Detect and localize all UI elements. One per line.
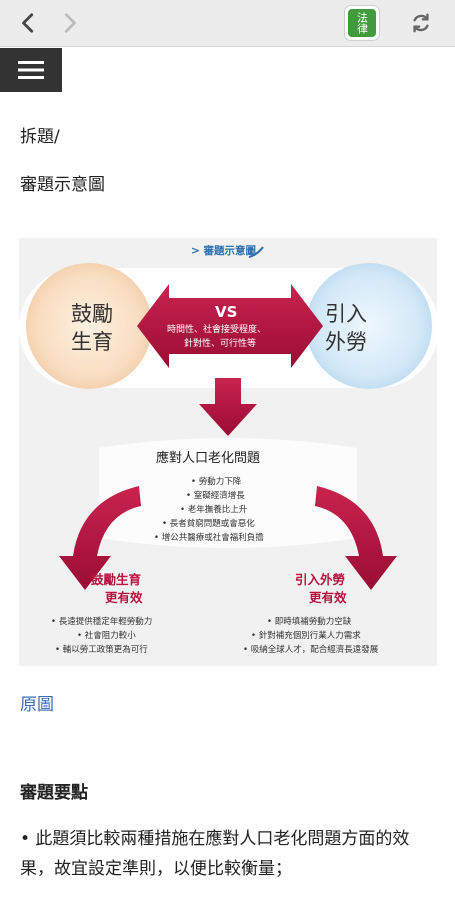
refresh-icon [413, 13, 429, 33]
left-point-3: • 輔以勞工政策更為可行 [55, 644, 148, 655]
right-circle [306, 263, 432, 389]
section-paragraph: • 此題須比較兩種措施在應對人口老化問題方面的效果，故宜設定準則，以便比較衡量； [20, 829, 410, 879]
browser-toolbar: 法律 [0, 0, 455, 47]
left-curved-arrow [59, 486, 141, 590]
center-point-3: • 老年撫養比上升 [180, 504, 248, 515]
forward-icon [64, 13, 76, 33]
back-icon [22, 13, 34, 33]
analysis-diagram: > 審題示意圖 鼓勵 生育 引入 外勞 VS 時間性、社會接受程度、 針對性、可… [19, 238, 437, 666]
back-button[interactable] [14, 8, 44, 38]
left-point-1: • 長遠提供穩定年輕勞動力 [51, 616, 152, 627]
down-arrow [199, 378, 257, 436]
logo-text: 法律 [355, 12, 369, 34]
menu-icon [18, 61, 44, 79]
right-result-line2: 更有效 [309, 590, 347, 605]
right-point-1: • 即時填補勞動力空缺 [267, 616, 352, 627]
right-result-line1: 引入外勞 [295, 572, 346, 587]
right-circle-line2: 外勞 [325, 330, 367, 354]
center-point-5: • 增公共醫療或社會福利負擔 [154, 532, 264, 543]
site-logo[interactable]: 法律 [345, 6, 379, 40]
left-circle-line2: 生育 [71, 330, 113, 354]
center-title: 應對人口老化問題 [156, 450, 260, 466]
logo-mark: 法律 [348, 9, 376, 37]
vs-label: VS [215, 303, 237, 321]
right-point-3: • 吸納全球人才，配合經濟長遠發展 [243, 644, 379, 655]
menu-button[interactable] [0, 48, 62, 92]
tag-swoosh-icon [248, 246, 264, 258]
left-circle [26, 263, 152, 389]
left-result-line1: 鼓勵生育 [91, 572, 142, 587]
center-point-4: • 長者貧窮問題或會惡化 [162, 518, 255, 529]
left-point-2: • 社會阻力較小 [77, 630, 136, 641]
original-image-link[interactable]: 原圖 [20, 695, 54, 715]
left-circle-line1: 鼓勵 [71, 302, 113, 326]
diagram-svg: > 審題示意圖 鼓勵 生育 引入 外勞 VS 時間性、社會接受程度、 針對性、可… [19, 244, 437, 655]
refresh-button[interactable] [406, 8, 436, 38]
page-subtitle: 拆題/ [20, 127, 60, 147]
vs-double-arrow [137, 284, 323, 368]
right-point-2: • 針對補充個別行業人力需求 [251, 630, 361, 641]
left-result-line2: 更有效 [105, 590, 143, 605]
center-point-2: • 窒礙經濟增長 [186, 490, 245, 501]
diagram-heading: 審題示意圖 [20, 175, 105, 195]
section-title: 審題要點 [20, 783, 88, 803]
diagram-tag: > 審題示意圖 [191, 244, 256, 257]
vs-criteria-line1: 時間性、社會接受程度、 [167, 323, 266, 335]
right-curved-arrow [315, 486, 397, 590]
forward-button[interactable] [54, 8, 84, 38]
vs-criteria-line2: 針對性、可行性等 [184, 337, 256, 349]
right-circle-line1: 引入 [325, 302, 367, 326]
center-point-1: • 勞動力下降 [191, 476, 242, 487]
center-band [99, 438, 357, 548]
